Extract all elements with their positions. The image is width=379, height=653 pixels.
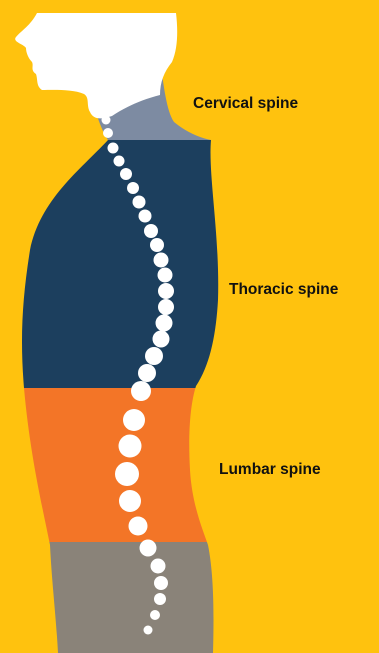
vertebra bbox=[100, 95, 107, 102]
vertebra bbox=[150, 238, 164, 252]
vertebra bbox=[154, 593, 166, 605]
thoracic-spine-label: Thoracic spine bbox=[229, 281, 338, 299]
vertebra bbox=[138, 364, 156, 382]
vertebra bbox=[115, 462, 139, 486]
vertebra bbox=[145, 347, 163, 365]
lumbar-spine-label: Lumbar spine bbox=[219, 461, 321, 479]
vertebra bbox=[108, 143, 119, 154]
vertebra bbox=[144, 224, 158, 238]
torso-bands bbox=[0, 140, 379, 653]
vertebra bbox=[139, 210, 152, 223]
thoracic-section bbox=[0, 140, 379, 388]
vertebra bbox=[158, 299, 174, 315]
vertebra bbox=[151, 559, 166, 574]
vertebra bbox=[154, 253, 169, 268]
vertebra bbox=[153, 331, 170, 348]
vertebra bbox=[114, 156, 125, 167]
vertebra bbox=[103, 128, 113, 138]
vertebra bbox=[144, 626, 153, 635]
vertebra bbox=[158, 283, 174, 299]
lumbar-section bbox=[0, 388, 379, 542]
vertebra bbox=[133, 196, 146, 209]
vertebra bbox=[127, 182, 139, 194]
vertebra bbox=[158, 268, 173, 283]
vertebra bbox=[120, 168, 132, 180]
vertebra bbox=[129, 517, 148, 536]
vertebra bbox=[123, 409, 145, 431]
sacral-section bbox=[0, 542, 379, 653]
vertebra bbox=[131, 381, 151, 401]
vertebra bbox=[102, 116, 111, 125]
vertebra bbox=[119, 435, 142, 458]
vertebra bbox=[156, 315, 173, 332]
vertebra bbox=[100, 104, 108, 112]
vertebra bbox=[154, 576, 168, 590]
cervical-spine-label: Cervical spine bbox=[193, 95, 298, 113]
vertebra bbox=[140, 540, 157, 557]
vertebra bbox=[150, 610, 160, 620]
vertebra bbox=[119, 490, 141, 512]
